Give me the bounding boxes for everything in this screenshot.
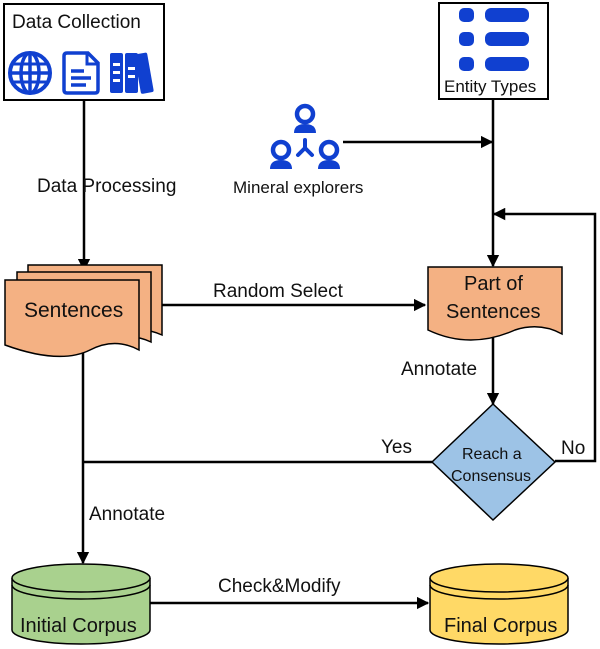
edge-label-data-processing: Data Processing — [37, 176, 176, 197]
part-of-sentences-label-2: Sentences — [446, 301, 541, 323]
reach-consensus-label-1: Reach a — [462, 446, 522, 463]
initial-corpus-shape — [11, 578, 151, 645]
edge-no — [492, 207, 597, 463]
node-reach-consensus: Reach a Consensus — [430, 402, 557, 522]
decision-diamond — [430, 402, 557, 522]
edge-label-no: No — [561, 438, 585, 459]
final-corpus-label: Final Corpus — [444, 615, 557, 637]
node-sentences: Sentences — [4, 264, 163, 358]
sentences-label: Sentences — [24, 299, 123, 322]
node-initial-corpus: Initial Corpus — [11, 563, 151, 645]
node-part-of-sentences: Part of Sentences — [427, 266, 563, 341]
part-of-sentences-shape — [427, 266, 563, 341]
sentences-shape — [4, 279, 140, 358]
books-icon — [110, 52, 154, 94]
document-icon — [62, 51, 100, 95]
part-of-sentences-label-1: Part of — [464, 273, 523, 295]
entity-types-label: Entity Types — [444, 77, 536, 96]
reach-consensus-label-2: Consensus — [451, 468, 531, 485]
edge-label-random-select: Random Select — [213, 281, 344, 302]
edge-label-yes: Yes — [381, 437, 412, 458]
mineral-explorers-label: Mineral explorers — [233, 178, 363, 197]
final-corpus-shape — [429, 578, 569, 645]
initial-corpus-label: Initial Corpus — [20, 615, 137, 637]
people-group-icon — [270, 103, 340, 169]
edge-label-check-modify: Check&Modify — [218, 576, 341, 597]
edge-label-annotate-part: Annotate — [401, 359, 477, 380]
data-collection-label: Data Collection — [12, 12, 141, 33]
node-data-collection: Data Collection — [3, 3, 165, 101]
edge-label-annotate-initial: Annotate — [89, 504, 165, 525]
list-icon — [459, 8, 529, 71]
node-entity-types: Entity Types — [438, 2, 549, 100]
node-final-corpus: Final Corpus — [429, 563, 569, 645]
node-mineral-explorers: Mineral explorers — [233, 103, 363, 197]
globe-icon — [8, 51, 52, 95]
